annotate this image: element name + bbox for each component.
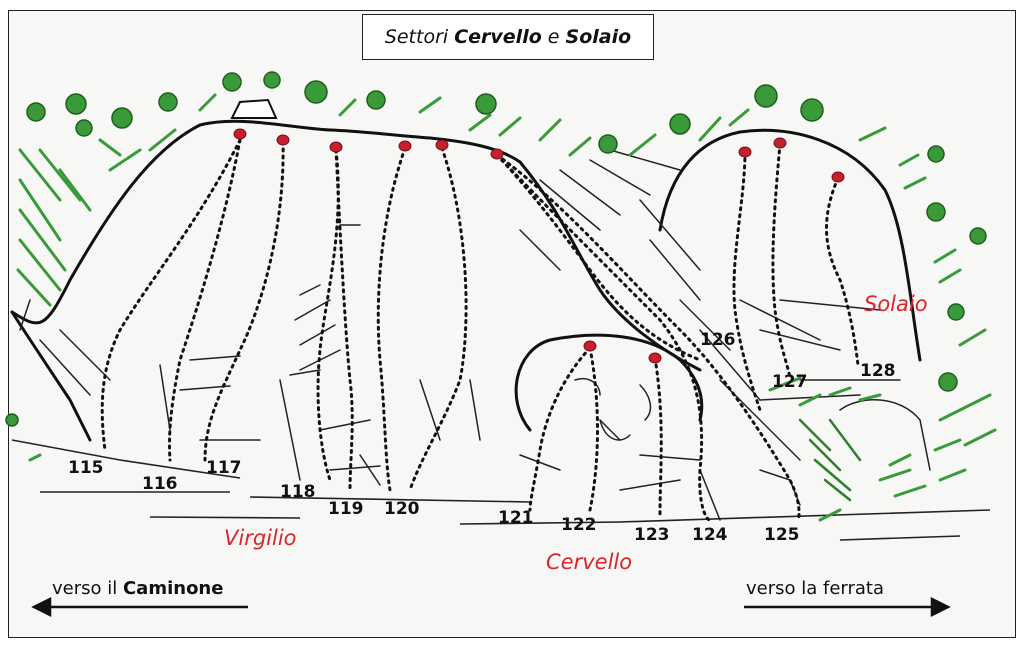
route-label-118: 118 bbox=[280, 482, 316, 502]
route-line-123 bbox=[653, 356, 663, 517]
route-line-127a bbox=[732, 150, 762, 412]
route-label-120: 120 bbox=[384, 499, 420, 519]
route-label-124: 124 bbox=[692, 525, 728, 545]
route-line-120 bbox=[376, 146, 407, 492]
route-label-119: 119 bbox=[328, 499, 364, 519]
route-line-116 bbox=[167, 138, 242, 462]
sector-label-virgilio: Virgilio bbox=[224, 526, 297, 550]
route-label-125: 125 bbox=[764, 525, 800, 545]
route-anchors bbox=[233, 128, 845, 364]
title-prefix: Settori bbox=[384, 26, 455, 48]
route-line-115 bbox=[100, 138, 242, 452]
anchor-5 bbox=[435, 139, 449, 151]
route-label-127: 127 bbox=[772, 372, 808, 392]
direction-left-prefix: verso il bbox=[52, 578, 123, 599]
rock-outlines bbox=[10, 119, 922, 442]
route-line-125 bbox=[495, 153, 801, 522]
route-label-122: 122 bbox=[561, 515, 597, 535]
cervello-boulder bbox=[514, 333, 704, 432]
hut bbox=[230, 98, 278, 119]
direction-right-label: verso la ferrata bbox=[746, 578, 885, 599]
route-label-123: 123 bbox=[634, 525, 670, 545]
anchor-7 bbox=[738, 146, 752, 158]
arrow-right-head bbox=[930, 596, 951, 618]
sector-label-solaio: Solaio bbox=[864, 292, 928, 316]
rock-texture bbox=[19, 149, 931, 521]
route-line-117 bbox=[203, 140, 285, 462]
anchor-1 bbox=[233, 128, 247, 140]
route-line-122 bbox=[588, 346, 599, 512]
route-line-118 bbox=[316, 148, 340, 482]
route-line-119 bbox=[334, 148, 354, 492]
virgilio-cervello-crag bbox=[10, 119, 702, 372]
solaio-crag bbox=[658, 128, 922, 362]
anchor-9 bbox=[831, 171, 845, 183]
anchor-2 bbox=[276, 134, 290, 146]
anchor-10 bbox=[583, 340, 597, 352]
title-sector-a: Cervello bbox=[454, 26, 542, 48]
anchor-8 bbox=[773, 137, 787, 149]
route-label-117: 117 bbox=[206, 458, 242, 478]
route-line-121 bbox=[528, 346, 592, 512]
ground-lines bbox=[11, 439, 991, 541]
anchor-3 bbox=[329, 141, 343, 153]
route-label-115: 115 bbox=[68, 458, 104, 478]
route-line-126 bbox=[495, 153, 702, 362]
route-line-128 bbox=[824, 176, 860, 367]
route-label-121: 121 bbox=[498, 508, 534, 528]
arrow-left-head bbox=[31, 596, 52, 618]
grass-clump bbox=[798, 418, 832, 452]
route-label-126: 126 bbox=[700, 330, 736, 350]
topo-frame bbox=[8, 10, 1016, 638]
sector-label-cervello: Cervello bbox=[546, 550, 633, 574]
direction-left-label: verso il Caminone bbox=[52, 578, 223, 599]
title-box: Settori Cervello e Solaio bbox=[362, 14, 654, 60]
direction-left-bold: Caminone bbox=[122, 578, 224, 599]
route-line-120b bbox=[408, 146, 468, 492]
anchor-6 bbox=[490, 148, 504, 160]
vegetation bbox=[5, 71, 997, 522]
anchor-4 bbox=[398, 140, 412, 152]
route-line-124 bbox=[495, 153, 712, 522]
anchor-11 bbox=[648, 352, 662, 364]
title-sector-b: Solaio bbox=[565, 26, 632, 48]
route-label-116: 116 bbox=[142, 474, 178, 494]
route-line-127b bbox=[771, 142, 792, 382]
route-label-128: 128 bbox=[860, 361, 896, 381]
direction-arrows bbox=[31, 596, 951, 618]
title-joiner: e bbox=[541, 26, 566, 48]
route-lines bbox=[100, 138, 860, 522]
tree bbox=[26, 102, 46, 122]
